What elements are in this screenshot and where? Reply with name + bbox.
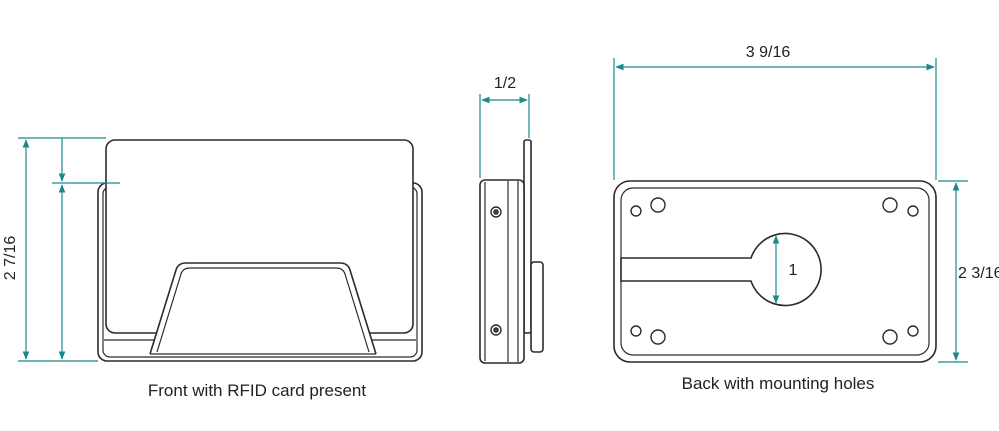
mount-hole-small-tr — [907, 205, 919, 217]
side-body — [479, 179, 525, 364]
back-height-label: 2 3/16 — [958, 265, 999, 282]
mount-hole-small-br — [907, 325, 919, 337]
side-card-edge — [523, 139, 532, 334]
mount-hole-small-bl — [630, 325, 642, 337]
mount-hole-large-tr — [882, 197, 898, 213]
front-caption: Front with RFID card present — [148, 381, 367, 400]
side-mount-plate — [530, 261, 544, 353]
side-width-label: 1/2 — [494, 75, 516, 92]
front-view: 2 7/16 Front with RFID card present — [2, 137, 423, 400]
back-width-label: 3 9/16 — [746, 44, 791, 61]
back-caption: Back with mounting holes — [682, 374, 875, 393]
mount-hole-large-bl — [650, 329, 666, 345]
mount-hole-small-tl — [630, 205, 642, 217]
mount-hole-large-br — [882, 329, 898, 345]
thumb-cutout — [149, 262, 377, 355]
thumb-cutout-inner — [156, 267, 370, 353]
keyhole-dim-label: 1 — [789, 262, 798, 279]
front-height-label: 2 7/16 — [2, 236, 19, 281]
back-view: 1 3 9/16 2 3/16 Back with mounting holes — [613, 44, 999, 393]
mount-hole-large-tl — [650, 197, 666, 213]
side-view: 1/2 — [479, 75, 544, 364]
keyhole-slot — [620, 232, 822, 307]
